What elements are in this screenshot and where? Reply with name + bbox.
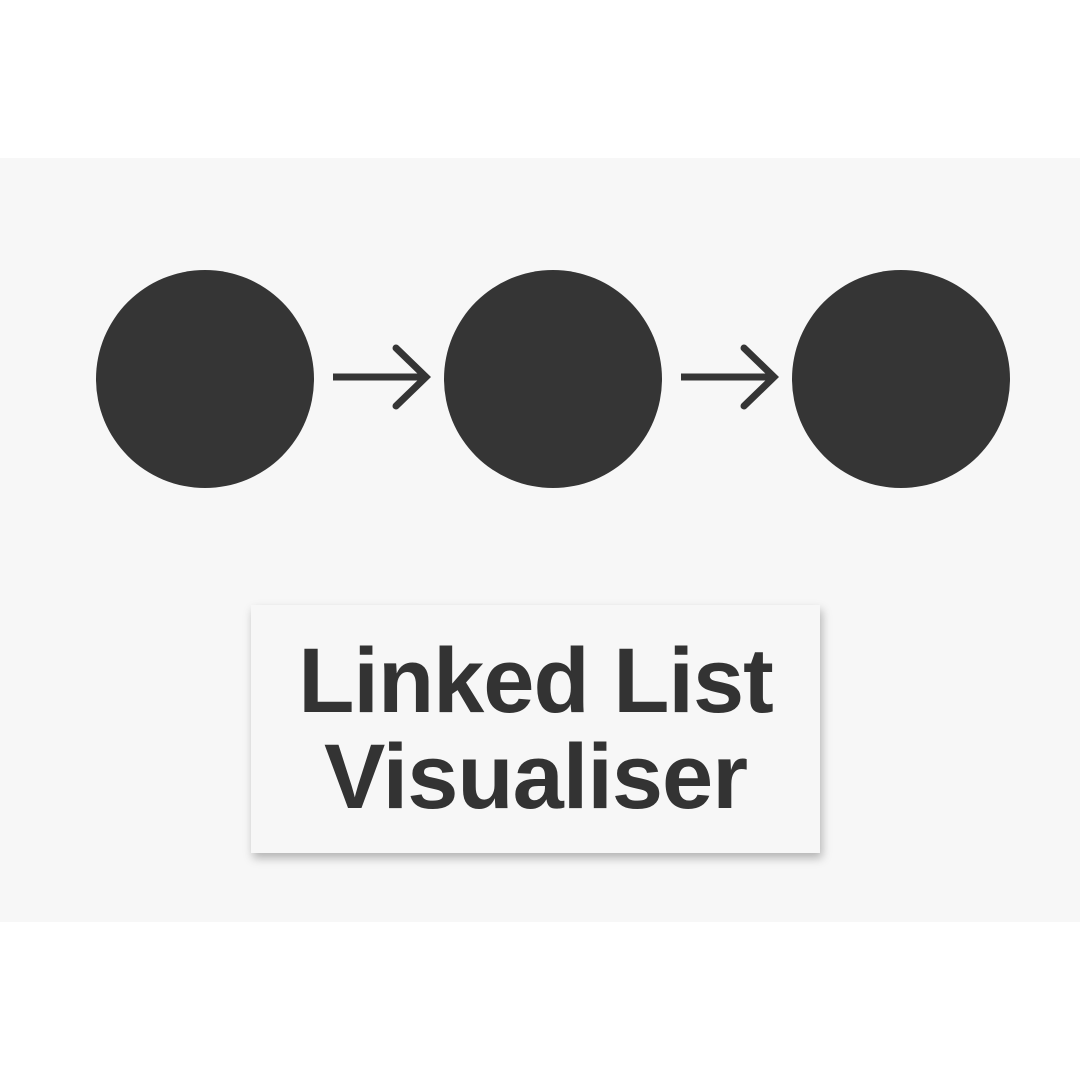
list-node-2 bbox=[444, 270, 662, 488]
list-node-1 bbox=[96, 270, 314, 488]
title-card: Linked List Visualiser bbox=[251, 605, 820, 853]
list-node-3 bbox=[792, 270, 1010, 488]
title-line-2: Visualiser bbox=[323, 726, 748, 828]
arrow-right-icon bbox=[681, 344, 779, 410]
title-line-1: Linked List bbox=[298, 630, 774, 732]
arrow-right-icon bbox=[333, 344, 431, 410]
